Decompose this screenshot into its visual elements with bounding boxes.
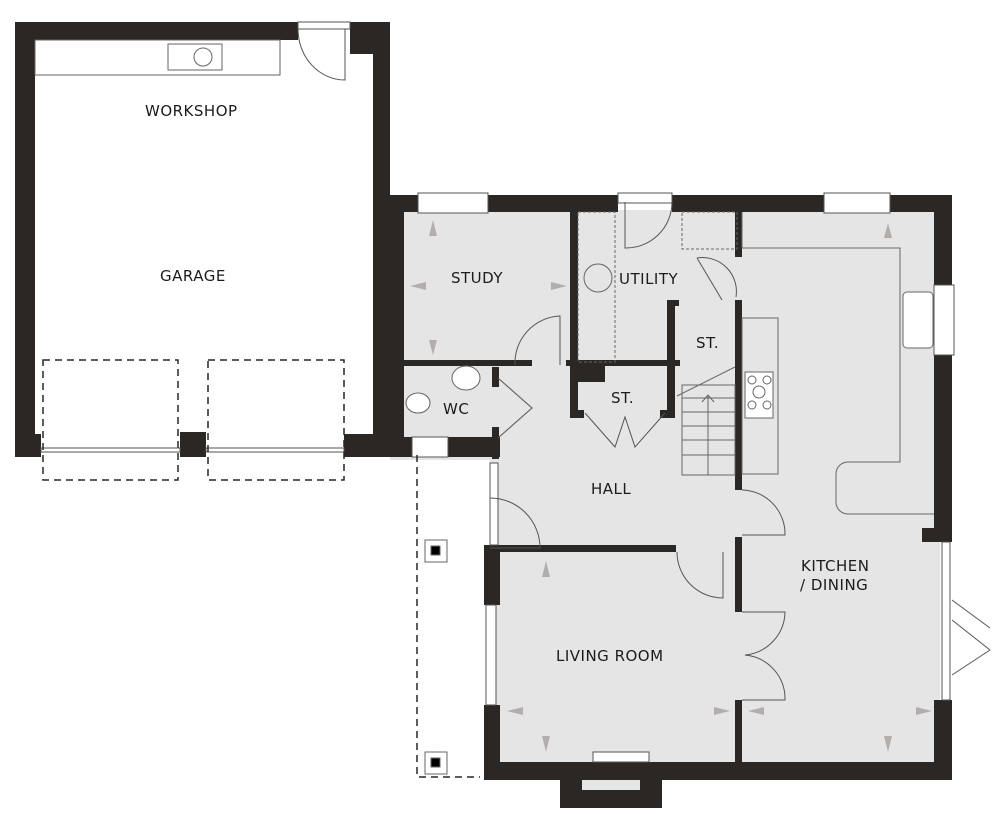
windows-doors [40, 21, 955, 763]
room-label-living-room: LIVING ROOM [556, 647, 664, 665]
room-label-kitchen: KITCHEN [801, 557, 870, 575]
room-label-workshop: WORKSHOP [145, 102, 238, 120]
door-swings [297, 28, 991, 701]
room-label-study: STUDY [451, 269, 504, 287]
room-label-wc: WC [443, 400, 470, 418]
walls [15, 22, 952, 808]
parking-outlines [42, 359, 480, 778]
room-label-dining: / DINING [800, 576, 869, 594]
room-label-utility: UTILITY [619, 270, 679, 288]
room-label-store-lower: ST. [611, 389, 635, 407]
room-label-garage: GARAGE [160, 267, 226, 285]
room-label-store-upper: ST. [696, 334, 720, 352]
floor-fills [390, 210, 940, 795]
fixtures [34, 39, 934, 775]
room-label-hall: HALL [591, 480, 632, 498]
dimension-arrows [410, 220, 932, 752]
